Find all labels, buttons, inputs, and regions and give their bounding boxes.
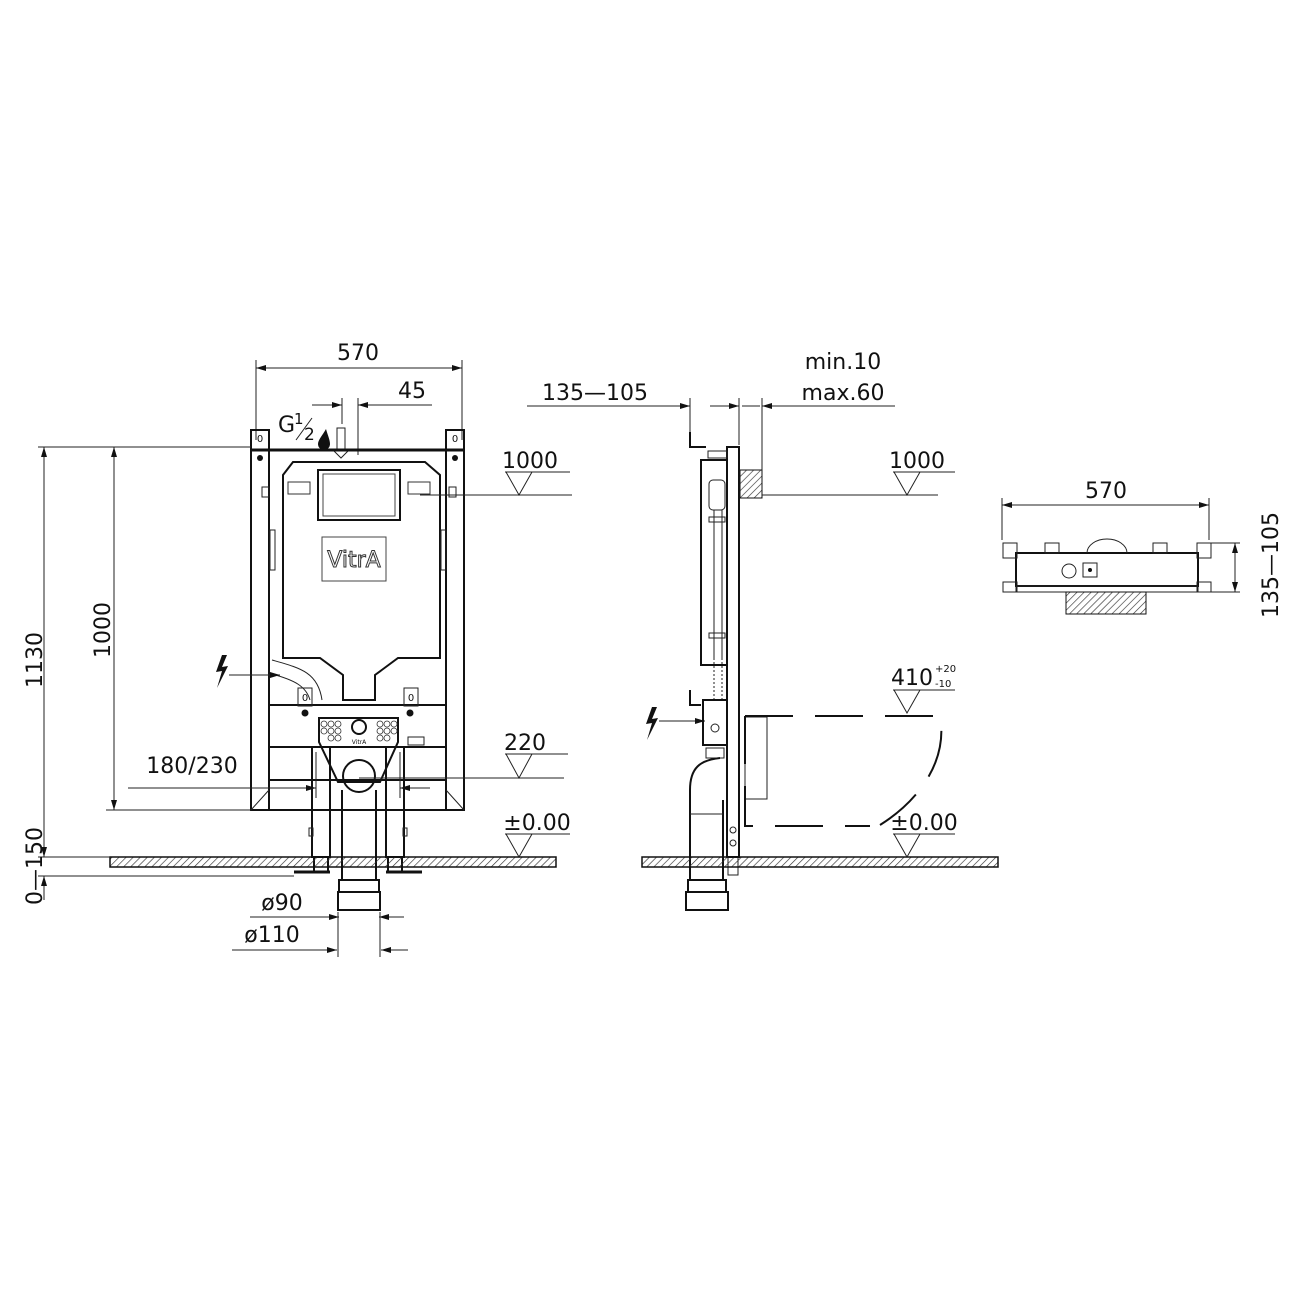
level-marker-1000: 1000 bbox=[420, 449, 572, 497]
total-height-label: 1130 bbox=[23, 632, 48, 688]
front-view: 570 45 G 1 2 0 0 bbox=[23, 341, 572, 957]
lightning-bolt-icon bbox=[646, 707, 658, 740]
brand-plate bbox=[321, 536, 387, 582]
inlet-offset-dimension: 45 bbox=[312, 379, 432, 455]
depth-dimension: 135—105 bbox=[527, 381, 740, 445]
top-depth-label: 135—105 bbox=[1259, 512, 1284, 618]
lightning-bolt-icon bbox=[216, 655, 228, 688]
side-electric-indicator bbox=[646, 707, 705, 740]
level-marker-zero: ±0.00 bbox=[503, 811, 571, 859]
svg-text:0: 0 bbox=[452, 434, 458, 445]
svg-text:1000: 1000 bbox=[889, 449, 945, 474]
foot-adjust-label: 0—150 bbox=[23, 827, 48, 905]
width-label: 570 bbox=[337, 341, 379, 366]
electric-supply-indicator bbox=[216, 655, 280, 688]
drain-inner-label: ø90 bbox=[261, 891, 302, 916]
connection-plate bbox=[318, 717, 399, 783]
height-dimensions: 1130 1000 0—150 bbox=[23, 446, 294, 905]
svg-text:G: G bbox=[278, 413, 295, 438]
top-frame-body bbox=[1015, 552, 1199, 587]
water-drop-icon bbox=[318, 429, 330, 450]
left-leg bbox=[311, 746, 331, 858]
svg-text:1000: 1000 bbox=[502, 449, 558, 474]
top-width-label: 570 bbox=[1085, 479, 1127, 504]
inlet-thread-label: G 1 2 bbox=[278, 410, 330, 450]
svg-text:0: 0 bbox=[302, 693, 308, 704]
svg-text:VitrA: VitrA bbox=[352, 739, 367, 746]
side-frame-post bbox=[726, 446, 740, 858]
wall-gap-min: min.10 bbox=[805, 350, 881, 375]
side-level-marker-410: 410 +20 -10 bbox=[891, 664, 956, 715]
side-level-marker-1000: 1000 bbox=[889, 449, 955, 497]
svg-text:1: 1 bbox=[294, 410, 304, 428]
bolt-spacing-dimension: 180/230 bbox=[128, 752, 430, 798]
svg-text:±0.00: ±0.00 bbox=[503, 811, 570, 836]
bolt-spacing-label: 180/230 bbox=[146, 754, 237, 779]
brand-logo: VitrA bbox=[327, 548, 380, 573]
wall-gap-dimension: min.10 max.60 bbox=[742, 350, 895, 470]
svg-text:410: 410 bbox=[891, 666, 933, 691]
side-floor-slab bbox=[641, 856, 999, 868]
top-view: 570 135—105 bbox=[1001, 479, 1284, 618]
svg-text:220: 220 bbox=[504, 731, 546, 756]
svg-text:2: 2 bbox=[304, 425, 315, 445]
level-marker-220: 220 bbox=[359, 731, 568, 780]
svg-text:0: 0 bbox=[408, 693, 414, 704]
depth-label: 135—105 bbox=[542, 381, 648, 406]
svg-text:0: 0 bbox=[257, 434, 263, 445]
width-dimension: 570 bbox=[255, 341, 463, 440]
actuator-height-label: 1000 bbox=[91, 602, 116, 658]
side-level-marker-zero: ±0.00 bbox=[890, 811, 958, 859]
floor-slab bbox=[109, 856, 557, 868]
side-view: 135—105 min.10 max.60 bbox=[527, 350, 999, 911]
inlet-offset-label: 45 bbox=[398, 379, 426, 404]
cistern-body bbox=[282, 461, 441, 701]
svg-text:+20: +20 bbox=[935, 664, 956, 675]
svg-text:-10: -10 bbox=[935, 679, 951, 690]
svg-text:±0.00: ±0.00 bbox=[890, 811, 957, 836]
drain-outer-label: ø110 bbox=[244, 923, 299, 948]
drain-diameter-dimensions: ø90 ø110 bbox=[232, 891, 408, 957]
wall-gap-max: max.60 bbox=[802, 381, 885, 406]
